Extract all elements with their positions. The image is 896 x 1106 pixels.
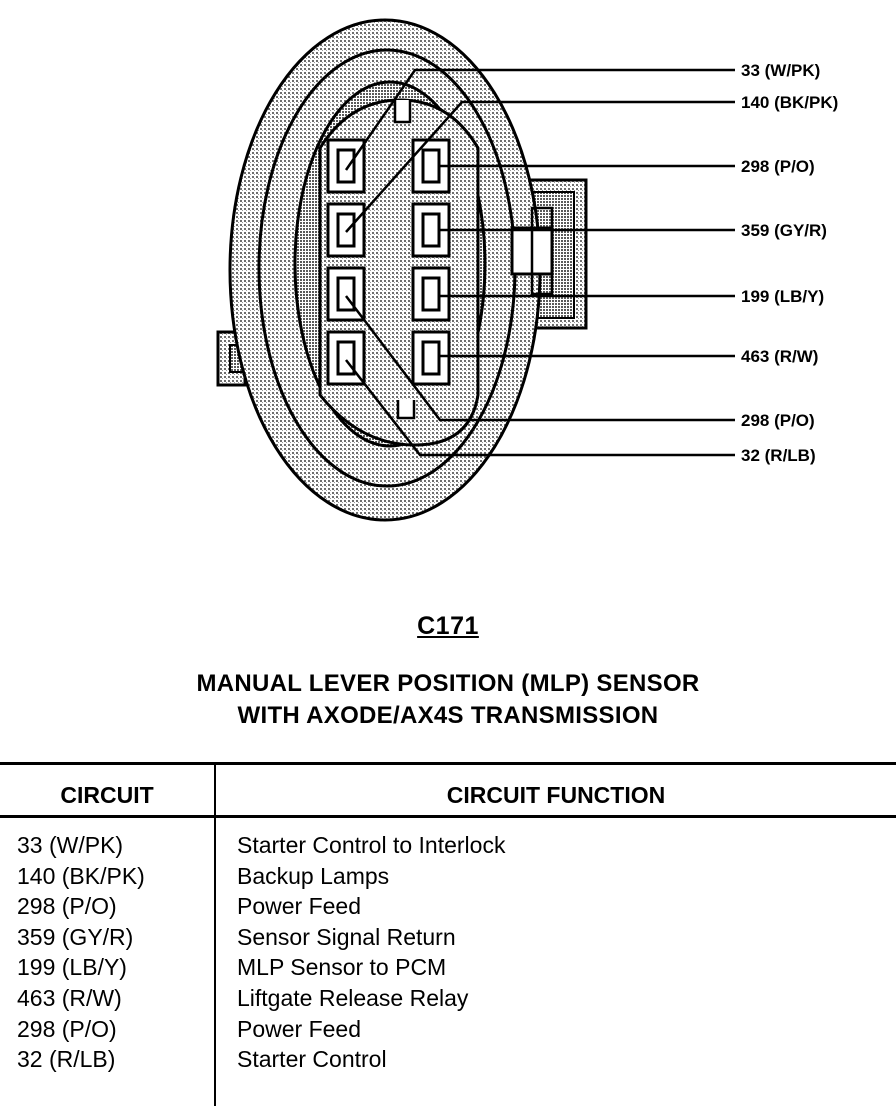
table-row: 199 (LB/Y) MLP Sensor to PCM bbox=[0, 952, 896, 983]
table-column-divider bbox=[214, 765, 216, 1106]
table-row: 463 (R/W) Liftgate Release Relay bbox=[0, 983, 896, 1014]
callout-label: 298 (P/O) bbox=[741, 157, 815, 176]
function-cell: Power Feed bbox=[237, 1015, 362, 1042]
table-row: 298 (P/O) Power Feed bbox=[0, 891, 896, 922]
function-cell: Starter Control to Interlock bbox=[237, 832, 506, 858]
callout-label: 298 (P/O) bbox=[741, 411, 815, 430]
circuit-cell: 298 (P/O) bbox=[17, 893, 117, 920]
table-body: 33 (W/PK) Starter Control to Interlock 1… bbox=[0, 830, 896, 1075]
circuit-cell: 33 (W/PK) bbox=[17, 832, 124, 858]
connector-diagram: 33 (W/PK) 140 (BK/PK) 298 (P/O) 359 (GY/… bbox=[216, 18, 838, 522]
leader-lines bbox=[344, 68, 735, 457]
key-notch-bottom bbox=[396, 400, 416, 420]
table-header-rule bbox=[0, 815, 896, 818]
callout-label: 359 (GY/R) bbox=[741, 221, 827, 240]
function-cell: MLP Sensor to PCM bbox=[237, 954, 447, 981]
table-row: 298 (P/O) Power Feed bbox=[0, 1014, 896, 1045]
function-cell: Starter Control bbox=[237, 1046, 387, 1073]
circuit-cell: 463 (R/W) bbox=[17, 984, 122, 1011]
callout-label: 33 (W/PK) bbox=[741, 61, 820, 80]
callout-label: 199 (LB/Y) bbox=[741, 287, 824, 306]
column-header-circuit-function: CIRCUIT FUNCTION bbox=[446, 782, 666, 808]
circuit-cell: 32 (R/LB) bbox=[17, 1046, 116, 1073]
callout-label: 140 (BK/PK) bbox=[741, 93, 838, 112]
column-header-circuit: CIRCUIT bbox=[60, 782, 154, 808]
circuit-cell: 140 (BK/PK) bbox=[17, 862, 145, 889]
table-row: 33 (W/PK) Starter Control to Interlock bbox=[0, 830, 896, 861]
callout-label: 463 (R/W) bbox=[741, 347, 818, 366]
table-top-rule bbox=[0, 762, 896, 765]
diagram-title-line1: MANUAL LEVER POSITION (MLP) SENSOR bbox=[196, 670, 700, 697]
function-cell: Sensor Signal Return bbox=[237, 923, 456, 950]
table-row: 140 (BK/PK) Backup Lamps bbox=[0, 861, 896, 892]
function-cell: Liftgate Release Relay bbox=[237, 984, 469, 1011]
function-cell: Backup Lamps bbox=[237, 862, 390, 889]
callout-label: 32 (R/LB) bbox=[741, 446, 816, 465]
table-row: 32 (R/LB) Starter Control bbox=[0, 1044, 896, 1075]
connector-id: C171 bbox=[417, 612, 479, 640]
table-row: 359 (GY/R) Sensor Signal Return bbox=[0, 922, 896, 953]
function-cell: Power Feed bbox=[237, 893, 362, 920]
latch-inner bbox=[530, 206, 554, 296]
diagram-title-line2: WITH AXODE/AX4S TRANSMISSION bbox=[237, 702, 659, 729]
circuit-cell: 359 (GY/R) bbox=[17, 923, 134, 950]
key-notch-top bbox=[393, 100, 412, 124]
circuit-cell: 199 (LB/Y) bbox=[17, 954, 127, 981]
circuit-cell: 298 (P/O) bbox=[17, 1015, 117, 1042]
